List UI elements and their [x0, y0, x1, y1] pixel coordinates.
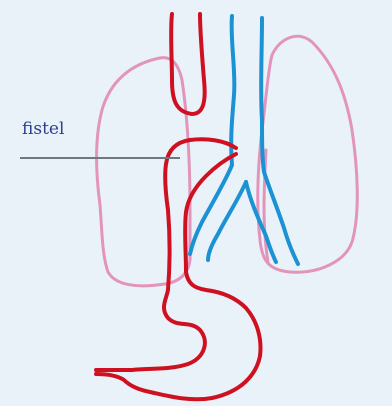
fistula-label: fistel	[22, 121, 64, 138]
